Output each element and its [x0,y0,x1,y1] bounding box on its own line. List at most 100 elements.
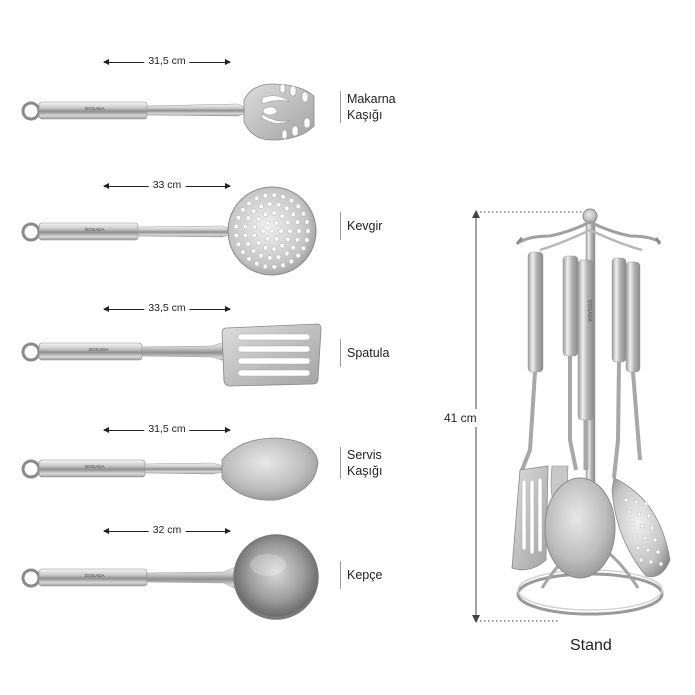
label-line: Kevgir [347,219,383,233]
skimmer-hole [288,258,294,264]
svg-text:DOGADA: DOGADA [89,347,109,352]
skimmer-hole [271,210,277,216]
label-line: Spatula [347,346,390,360]
skimmer-hole [265,236,271,242]
skimmer-hole [267,255,273,261]
skimmer-hole [649,525,655,531]
skimmer-hole [242,232,248,238]
dimension-spatula: 33,5 cm [103,302,231,315]
skimmer-hole [635,545,641,551]
skimmer-hole [646,513,652,519]
skimmer-hole [639,523,645,529]
skimmer-hole [284,251,290,257]
skimmer-holes [233,192,311,270]
dimension-label: 32 cm [148,524,186,536]
skimmer-hole [633,499,639,505]
skimmer-hole [296,228,302,234]
skimmer-hole [233,232,239,238]
skimmer-hole [280,194,286,200]
skimmer-hole [235,215,241,221]
skimmer-hole [251,232,257,238]
skimmer-utensil [21,186,317,276]
skimmer-hole [285,236,291,242]
label-line: Kaşığı [347,464,383,478]
skimmer-hole [276,254,282,260]
skimmer-hole [626,509,632,515]
skimmer-hole [287,228,293,234]
stand-handle-mark: DOGADA [586,300,592,322]
skimmer-hole [271,264,277,270]
skimmer-hole [643,501,649,507]
skimmer-hole [274,220,280,226]
skimmer-hole [262,263,268,269]
stand-skimmer-holes [623,497,664,567]
handle-engravings: DOGADA DOGADA DOGADA DOGADA DOGADA [85,106,109,578]
skimmer-hole [290,211,296,217]
label-kepce: Kepçe [340,561,382,589]
skimmer-hole [278,228,284,234]
skimmer-hole [301,245,307,251]
skimmer-hole [305,228,311,234]
stand-height-label: 41 cm [444,409,477,427]
skimmer-hole [652,537,658,543]
skimmer-hole [260,228,266,234]
skimmer-hole [265,220,271,226]
skimmer-hole [271,192,277,198]
utensil-stand: DOGADA [511,208,671,616]
skimmer-hole [267,201,273,207]
skimmer-hole [648,559,654,565]
skimmer-hole [301,211,307,217]
skimmer-hole [629,521,635,527]
stand-label: Stand [570,637,612,654]
skimmer-hole [623,497,629,503]
svg-text:DOGADA: DOGADA [85,106,105,111]
skimmer-hole [254,261,260,267]
skimmer-hole [256,240,262,246]
skimmer-hole [304,237,310,243]
skimmer-hole [304,219,310,225]
dimension-kevgir: 33 cm [103,179,231,192]
svg-text:DOGADA: DOGADA [85,227,105,232]
skimmer-hole [632,533,638,539]
dimension-makarna: 31,5 cm [103,55,231,68]
skimmer-hole [638,557,644,563]
skimmer-hole [233,223,239,229]
skimmer-hole [246,200,252,206]
svg-text:DOGADA: DOGADA [85,464,105,469]
skimmer-hole [645,547,651,553]
skimmer-hole [279,213,285,219]
label-line: Makarna [347,92,396,106]
label-kevgir: Kevgir [340,212,382,240]
label-spatula: Spatula [340,339,389,367]
serving-spoon-utensil [21,437,319,501]
skimmer-hole [636,511,642,517]
skimmer-hole [269,228,275,234]
dimension-label: 33,5 cm [144,302,190,314]
skimmer-hole [263,245,269,251]
skimmer-hole [251,208,257,214]
skimmer-hole [295,203,301,209]
dimension-label: 33 cm [148,179,186,191]
skimmer-hole [258,203,264,209]
skimmer-hole [280,262,286,268]
label-makarna-kasigi: Makarna Kaşığı [340,91,396,123]
skimmer-hole [295,253,301,259]
skimmer-hole [246,256,252,262]
skimmer-hole [271,246,277,252]
skimmer-hole [242,224,248,230]
skimmer-hole [276,202,282,208]
skimmer-hole [240,249,246,255]
dimension-label: 31,5 cm [144,55,190,67]
skimmer-hole [295,219,301,225]
dimension-servis: 31,5 cm [103,423,231,436]
skimmer-hole [295,237,301,243]
label-servis-kasigi: Servis Kaşığı [340,447,382,479]
skimmer-hole [642,535,648,541]
ladle-utensil [21,534,319,620]
skimmer-hole [263,211,269,217]
skimmer-hole [284,205,290,211]
skimmer-hole [279,243,285,249]
dimension-label: 31,5 cm [144,423,190,435]
label-line: Kaşığı [347,108,383,122]
